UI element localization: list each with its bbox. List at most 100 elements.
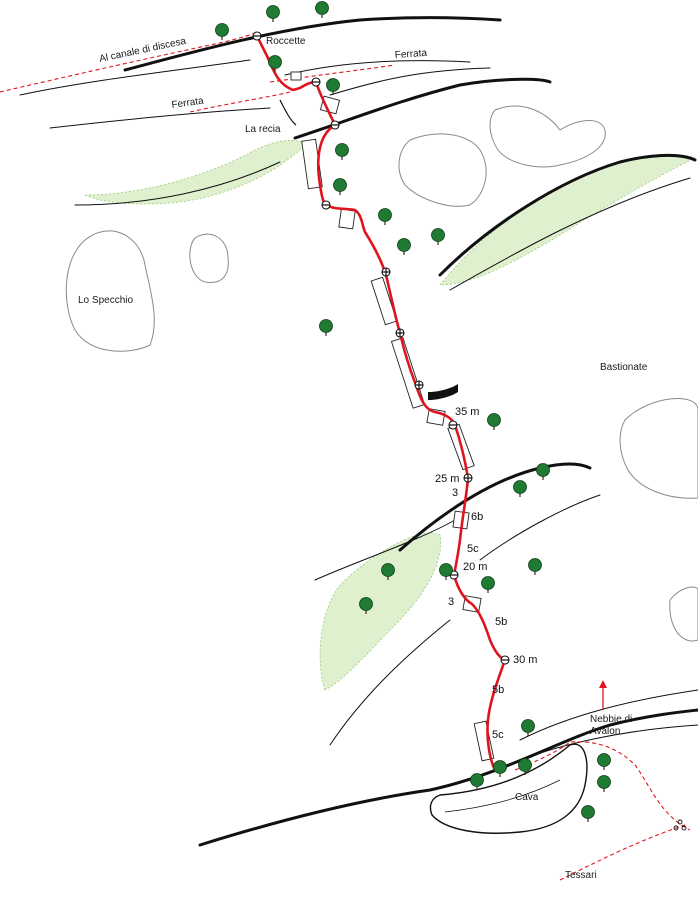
pitch-label-25m: 25 m [435, 473, 459, 485]
label-avalon: Avalon [590, 726, 620, 737]
tree-icon [513, 480, 527, 497]
tree-icon [581, 805, 595, 822]
label-cava: Cava [515, 792, 539, 803]
vegetation [84, 140, 696, 691]
pitch-grade-5b-upper: 5b [495, 616, 507, 628]
pitch-label-35m: 35 m [455, 406, 479, 418]
main-route-line [255, 34, 507, 772]
pitch-grade-5b-lower: 5b [492, 684, 504, 696]
ledge-ferrata-right [284, 60, 471, 76]
arrow-up-icon [599, 680, 607, 710]
belay-station-35m [448, 420, 458, 430]
cava-quarry-outline [429, 743, 588, 834]
belay-station-1 [252, 31, 262, 41]
rock-slab-center [398, 133, 487, 207]
feature-crack-1 [370, 276, 398, 326]
label-ferrata-top: Ferrata [394, 48, 427, 61]
rock-slab-far-right [669, 586, 698, 642]
path-ferrata-top [269, 64, 396, 83]
feature-crack-2 [390, 337, 426, 409]
label-al-canale-di-discesa: Al canale di discesa [98, 36, 187, 65]
ledge-middle-right [479, 494, 601, 561]
ledge-top [123, 16, 502, 72]
ledge-under-vegetation [74, 161, 281, 206]
ledge-right-band-lower [449, 177, 691, 291]
ledge-upper-left [49, 107, 271, 129]
ledge-lower-right [519, 689, 698, 741]
overhang-mark [428, 384, 458, 400]
label-la-recia: La recia [245, 124, 281, 135]
approach-paths [0, 31, 691, 881]
tree-icon [315, 1, 329, 18]
cava-quarry-inner [444, 779, 561, 813]
tree-icon [597, 753, 611, 770]
label-ferrata-left: Ferrata [171, 96, 205, 111]
rock-slab-right [619, 398, 698, 499]
pitch-grade-5c-lower: 5c [492, 729, 504, 741]
tree-icon [487, 413, 501, 430]
pitch-grade-5c-upper: 5c [467, 543, 479, 555]
trees [215, 1, 611, 822]
vegetation-band-lower-left [319, 532, 441, 691]
feature-block-3 [338, 208, 356, 230]
belay-station-4 [321, 200, 331, 210]
label-roccette: Roccette [266, 36, 306, 47]
vegetation-band-right [439, 153, 696, 286]
rock-slab-lo-specchio [65, 230, 155, 352]
belay-station-7 [414, 380, 424, 390]
cairn-icon [673, 819, 687, 831]
tree-icon [521, 719, 535, 736]
tree-icon [518, 758, 532, 775]
belay-station-3 [330, 120, 340, 130]
belay-station-5 [381, 267, 391, 277]
tree-icon [470, 773, 484, 790]
ledge-right-band [438, 153, 697, 277]
tree-icon [397, 238, 411, 255]
pitch-label-30m: 30 m [513, 654, 537, 666]
tree-icon [381, 563, 395, 580]
tree-icon [359, 597, 373, 614]
tree-icon [597, 775, 611, 792]
tree-icon [266, 5, 280, 22]
vegetation-band-top-left [84, 140, 306, 205]
tree-icon [333, 178, 347, 195]
ledge-middle [398, 462, 592, 552]
ledge-middle-lower [314, 519, 456, 581]
belay-station-30m [500, 655, 510, 665]
pitch-label-20m: 20 m [463, 561, 487, 573]
label-nebbie-di: Nebbie di [590, 714, 632, 725]
belay-stations [252, 31, 510, 665]
tree-icon [378, 208, 392, 225]
tree-icon [268, 55, 282, 72]
tree-icon [528, 558, 542, 575]
pitch-labels: 35 m 25 m 3 6b 5c 20 m 3 5b 30 m 5b 5c [435, 406, 537, 741]
rock-slab-upper-right [489, 105, 606, 168]
path-cava-to-nebbie [514, 741, 691, 831]
label-tessari: Tessari [565, 870, 597, 881]
pitch-grade-6b: 6b [471, 511, 483, 523]
ledge-bottom [198, 708, 698, 847]
descent-link [279, 99, 297, 126]
label-bastionate: Bastionate [600, 362, 648, 373]
belay-station-2 [311, 77, 321, 87]
label-lo-specchio: Lo Specchio [78, 295, 133, 306]
tree-icon [431, 228, 445, 245]
book-icon [290, 71, 302, 81]
tree-icon [439, 563, 453, 580]
pitch-grade-3-lower: 3 [448, 596, 454, 608]
tree-icon [326, 78, 340, 95]
rock-slab-small [189, 233, 229, 284]
tree-icon [319, 319, 333, 336]
tree-icon [493, 760, 507, 777]
ledge-ferrata [19, 59, 251, 96]
tree-icon [335, 143, 349, 160]
pitch-grade-3-upper: 3 [452, 487, 458, 499]
belay-station-25m [463, 473, 473, 483]
tree-icon [481, 576, 495, 593]
tree-icon [215, 23, 229, 40]
ledge-upper-right [329, 67, 491, 96]
belay-station-6 [395, 328, 405, 338]
path-al-canale [0, 31, 259, 93]
path-tessari [559, 824, 686, 881]
